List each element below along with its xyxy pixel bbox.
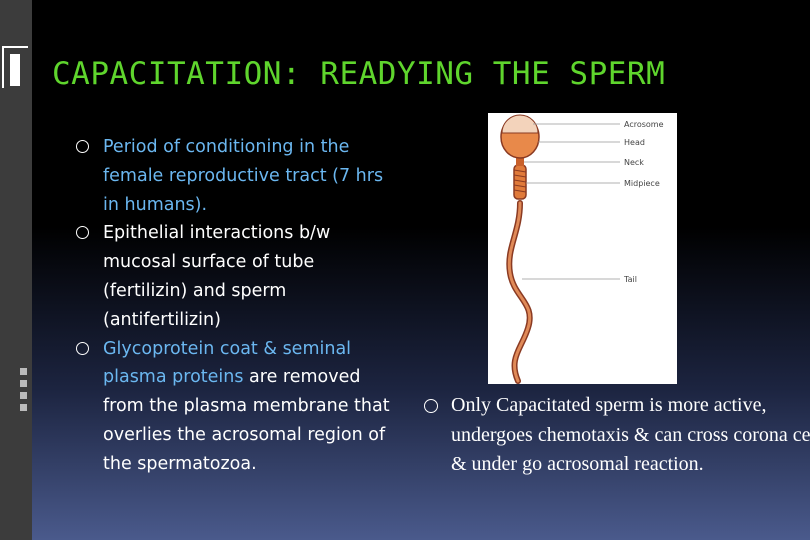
bullet-text: are removed from the plasma membrane tha… (103, 367, 390, 474)
label-midpiece: Midpiece (624, 179, 660, 188)
note-text: Only Capacitated sperm is more active, u… (451, 394, 810, 475)
bullet-highlight-text: Glycoprotein coat & seminal plasma prote… (103, 338, 352, 388)
label-tail: Tail (623, 275, 637, 284)
bullet-circle-icon (76, 226, 89, 240)
bullet-circle-icon (424, 399, 438, 413)
label-acrosome: Acrosome (624, 120, 664, 129)
bullet-text: Epithelial interactions b/w mucosal surf… (103, 223, 331, 330)
bullet-list: Period of conditioning in the female rep… (76, 133, 396, 479)
left-decorative-strip (0, 0, 32, 540)
bullet-circle-icon (76, 341, 89, 355)
bullet-item: Epithelial interactions b/w mucosal surf… (76, 219, 396, 334)
strip-decoration (0, 44, 32, 90)
bullet-item: Period of conditioning in the female rep… (76, 133, 396, 219)
sperm-diagram: Acrosome Head Neck Midpiece Tail (488, 113, 677, 384)
bullet-highlight-text: Period of conditioning in the female rep… (103, 137, 384, 215)
bullet-circle-icon (76, 140, 89, 153)
strip-marks (20, 368, 28, 418)
note-item: Only Capacitated sperm is more active, u… (424, 391, 810, 480)
bullet-item: Glycoprotein coat & seminal plasma prote… (76, 335, 396, 479)
label-neck: Neck (624, 158, 644, 167)
label-head: Head (624, 138, 645, 147)
slide-title: CAPACITATION: READYING THE SPERM (52, 56, 666, 92)
sperm-diagram-svg: Acrosome Head Neck Midpiece Tail (500, 114, 664, 384)
